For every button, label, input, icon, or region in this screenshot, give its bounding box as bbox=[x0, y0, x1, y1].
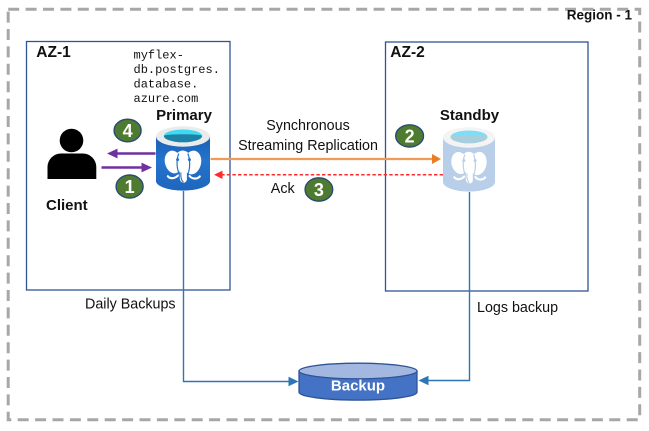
svg-text:Client: Client bbox=[46, 197, 88, 214]
svg-text:myflex-: myflex- bbox=[134, 49, 184, 63]
svg-text:Streaming Replication: Streaming Replication bbox=[238, 138, 378, 154]
svg-text:Synchronous: Synchronous bbox=[266, 118, 349, 134]
svg-text:1: 1 bbox=[125, 177, 135, 197]
svg-text:Backup: Backup bbox=[331, 378, 385, 395]
svg-text:db.postgres.: db.postgres. bbox=[134, 63, 220, 77]
svg-text:Logs backup: Logs backup bbox=[477, 300, 558, 316]
svg-text:4: 4 bbox=[123, 121, 133, 141]
svg-text:database.: database. bbox=[134, 78, 199, 92]
svg-text:azure.com: azure.com bbox=[134, 92, 199, 106]
svg-text:AZ-1: AZ-1 bbox=[36, 44, 71, 61]
svg-text:Region - 1: Region - 1 bbox=[567, 8, 633, 23]
svg-text:Primary: Primary bbox=[156, 107, 213, 124]
svg-text:Daily Backups: Daily Backups bbox=[85, 296, 176, 312]
svg-text:2: 2 bbox=[405, 126, 415, 146]
svg-text:3: 3 bbox=[314, 180, 324, 200]
svg-text:Standby: Standby bbox=[440, 107, 500, 124]
svg-text:Ack: Ack bbox=[271, 181, 296, 197]
svg-text:AZ-2: AZ-2 bbox=[390, 44, 424, 61]
